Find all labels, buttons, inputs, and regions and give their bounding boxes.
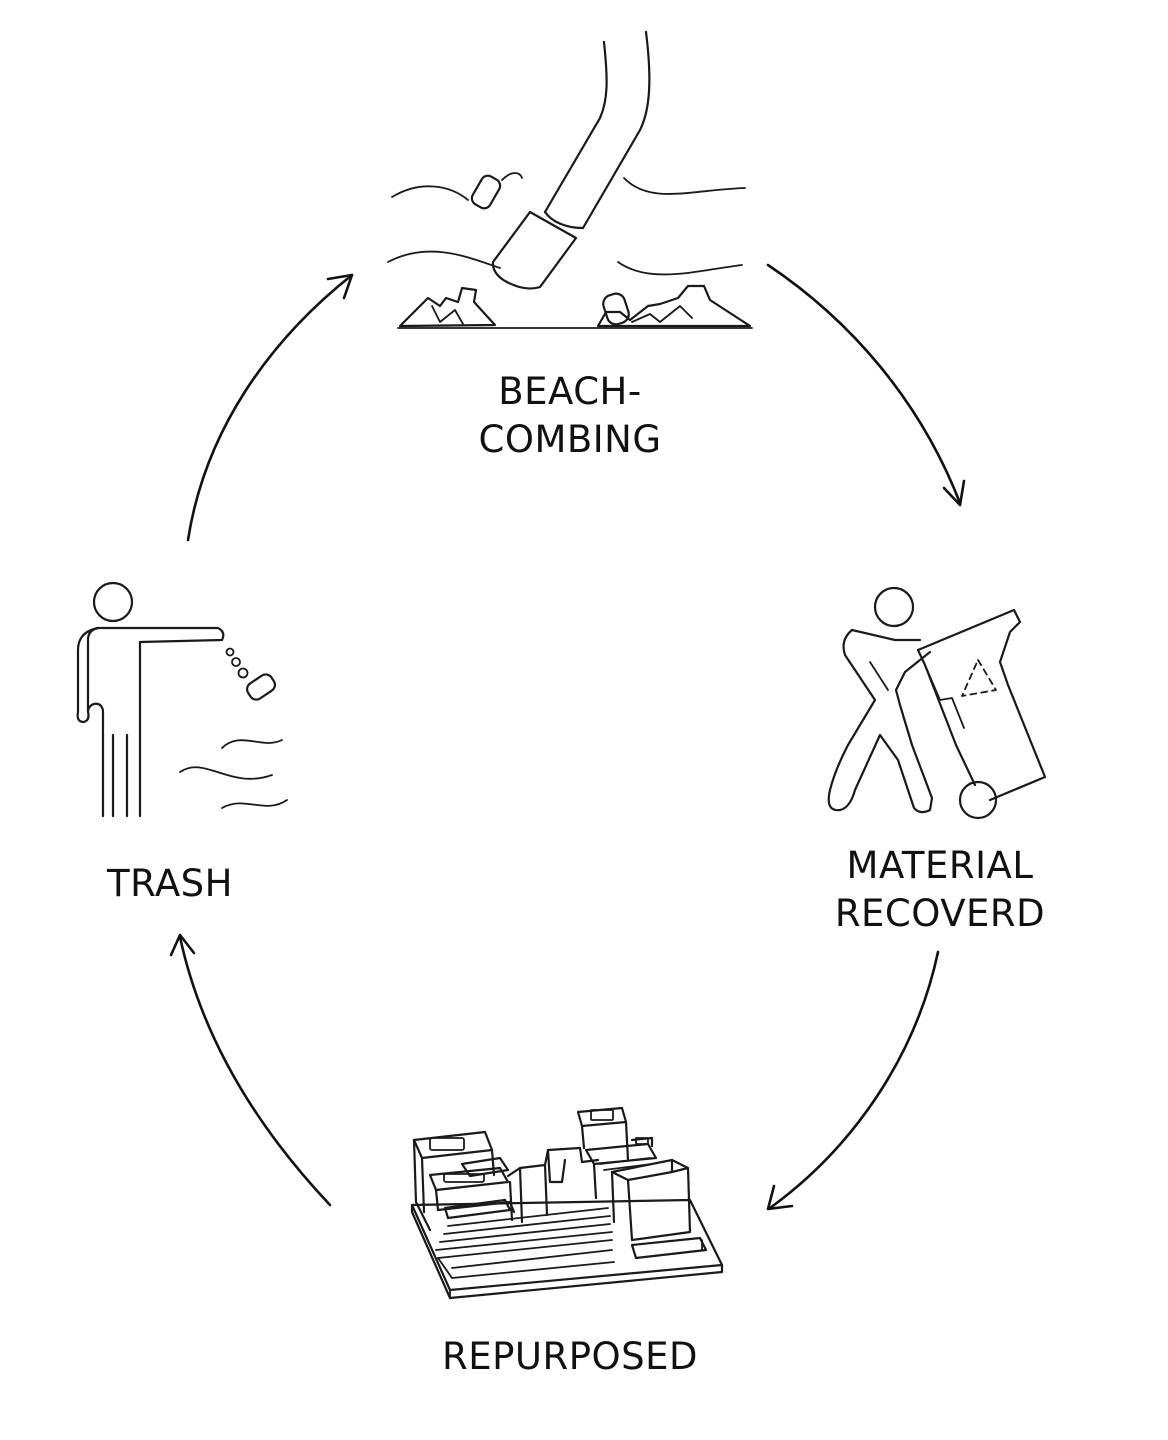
person-littering-icon [76,581,288,818]
stage-label-beachcombing: BEACH- COMBING [478,370,662,461]
repurposed-blocks-model-icon [410,1106,724,1300]
arrow-trash-to-beachcombing [186,273,354,542]
person-pushing-recycle-bin-icon [827,586,1047,820]
stage-label-trash: TRASH [107,862,233,905]
arrow-repurposed-to-trash [169,933,332,1207]
arrow-beachcombing-to-material [766,263,966,507]
arrow-material-to-repurposed [766,950,940,1211]
beach-vacuum-icon [387,30,753,329]
stage-label-material-recovered: MATERIAL RECOVERD [834,844,1046,935]
stage-label-repurposed: REPURPOSED [442,1335,698,1378]
